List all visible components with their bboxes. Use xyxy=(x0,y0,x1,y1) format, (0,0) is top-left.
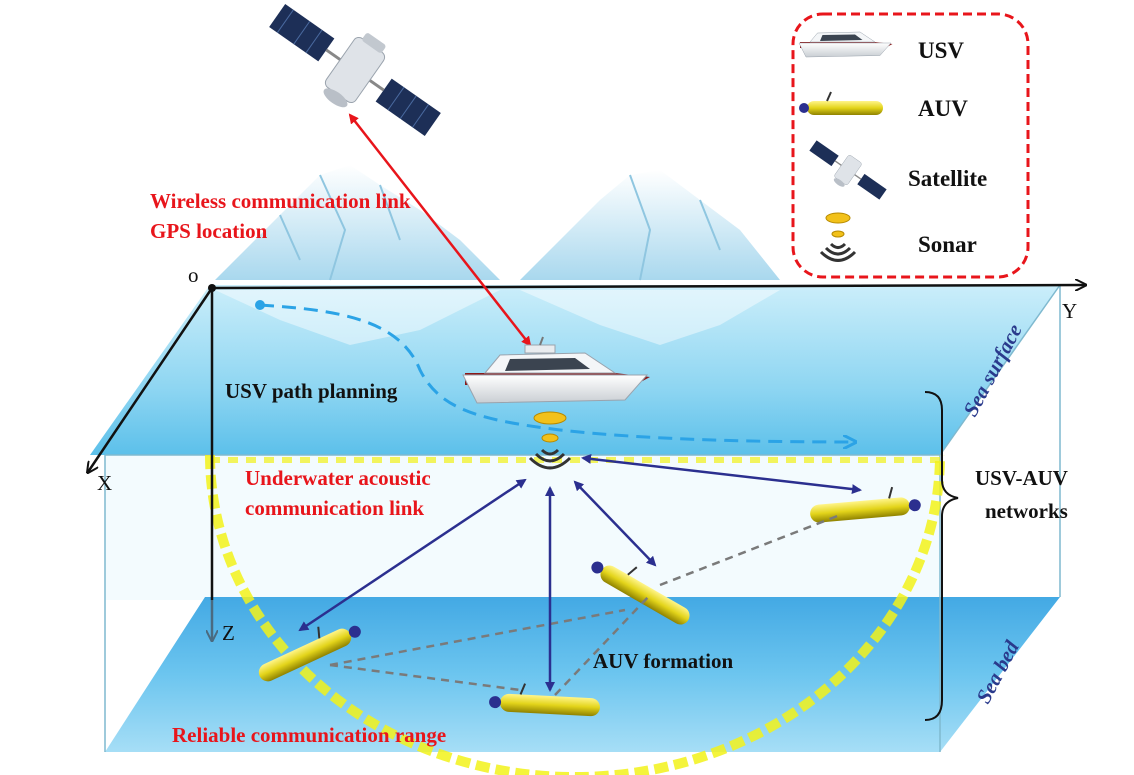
axis-y-label: Y xyxy=(1062,299,1077,323)
axis-x-label: X xyxy=(97,471,112,495)
gps-location-label: GPS location xyxy=(150,219,268,243)
satellite-icon xyxy=(269,4,441,136)
auv-bottom xyxy=(489,683,600,717)
acoustic-links xyxy=(298,453,862,692)
usv-path xyxy=(255,300,855,442)
auv-formation-lines xyxy=(329,513,841,696)
legend-label-satellite: Satellite xyxy=(908,166,987,191)
network-brace xyxy=(924,391,959,721)
usv-path-label: USV path planning xyxy=(225,379,398,403)
iceberg-right xyxy=(520,170,780,281)
satellite-icon xyxy=(809,140,887,200)
usv-icon xyxy=(798,31,893,58)
wireless-link-label: Wireless communication link xyxy=(150,189,411,213)
water-column xyxy=(105,455,940,600)
usv-boat xyxy=(462,336,650,404)
axis-origin-label: o xyxy=(188,263,199,287)
legend: USV AUV Satellite Sonar xyxy=(791,12,1030,279)
legend-label-usv: USV xyxy=(918,38,964,63)
network-label-line2: networks xyxy=(985,499,1068,523)
wireless-link-arrow xyxy=(348,113,532,347)
auv-formation-label: AUV formation xyxy=(593,649,734,673)
sonar-icon xyxy=(528,411,572,470)
acoustic-link-label-line1: Underwater acoustic xyxy=(245,466,431,490)
network-label-line1: USV-AUV xyxy=(975,466,1068,490)
reliable-range-label: Reliable communication range xyxy=(172,723,446,747)
auv-icon xyxy=(799,91,883,115)
legend-label-sonar: Sonar xyxy=(918,232,977,257)
axis-z-label: Z xyxy=(222,621,235,645)
legend-label-auv: AUV xyxy=(918,96,968,121)
acoustic-link-label-line2: communication link xyxy=(245,496,424,520)
reliable-range-circle xyxy=(205,454,945,775)
sonar-icon xyxy=(819,212,857,262)
